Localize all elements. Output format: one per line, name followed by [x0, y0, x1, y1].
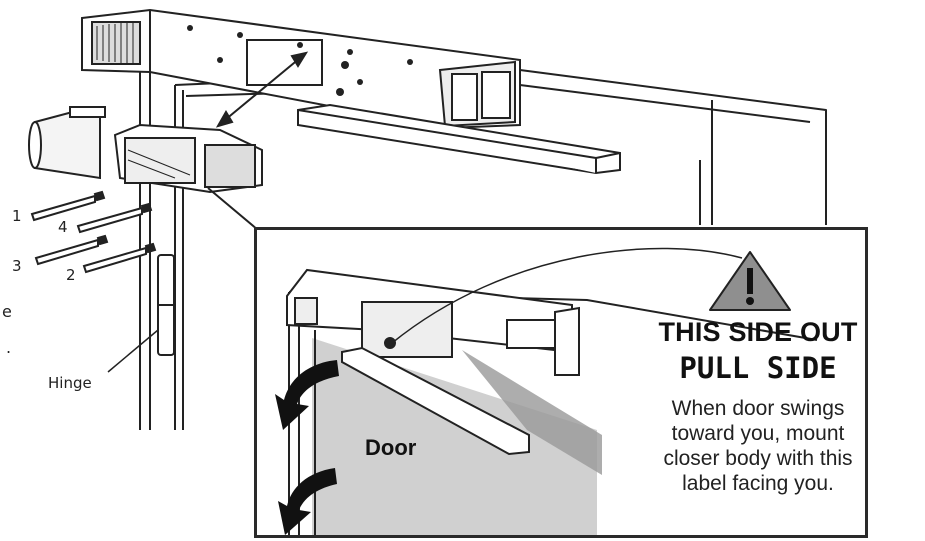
screw-1 — [30, 190, 106, 222]
swing-arrow-icon — [278, 468, 337, 535]
edge-text-fragment: e — [2, 302, 12, 321]
warning-subtitle: PULL SIDE — [679, 351, 837, 385]
hinge-leader-line — [107, 329, 159, 373]
detail-inset: THIS SIDE OUT PULL SIDE When door swings… — [254, 227, 868, 538]
warning-title: THIS SIDE OUT — [658, 317, 858, 347]
hinge-label: Hinge — [48, 374, 92, 392]
screws — [30, 190, 157, 274]
door-label: Door — [365, 435, 417, 460]
instruction-line: label facing you. — [682, 472, 834, 495]
label-callout-line — [391, 247, 743, 344]
screw-number-3: 3 — [12, 257, 22, 275]
inset-illustration — [275, 247, 818, 535]
instruction-line: When door swings — [671, 397, 845, 420]
screw-number-4: 4 — [58, 218, 68, 236]
screw-2 — [82, 242, 157, 274]
instruction-line: closer body with this — [663, 447, 853, 470]
instruction-line: toward you, mount — [671, 422, 845, 445]
arm-track — [297, 103, 621, 175]
warning-instructions: When door swings toward you, mount close… — [643, 396, 865, 496]
inset-arm — [341, 346, 530, 456]
closer-body — [28, 106, 263, 194]
screw-4 — [76, 202, 153, 234]
double-arrow-icon — [215, 51, 309, 128]
swing-arrow-icon — [275, 360, 339, 430]
hinge — [157, 254, 175, 356]
door-shadow — [462, 350, 602, 475]
screw-3 — [34, 234, 109, 266]
edge-text-fragment: . — [6, 338, 12, 357]
screw-number-2: 2 — [66, 266, 76, 284]
mounting-plate — [81, 8, 521, 130]
screw-number-1: 1 — [12, 207, 22, 225]
door-panel — [312, 338, 597, 535]
inset-connector-line — [207, 187, 259, 231]
warning-triangle-icon — [709, 251, 791, 311]
